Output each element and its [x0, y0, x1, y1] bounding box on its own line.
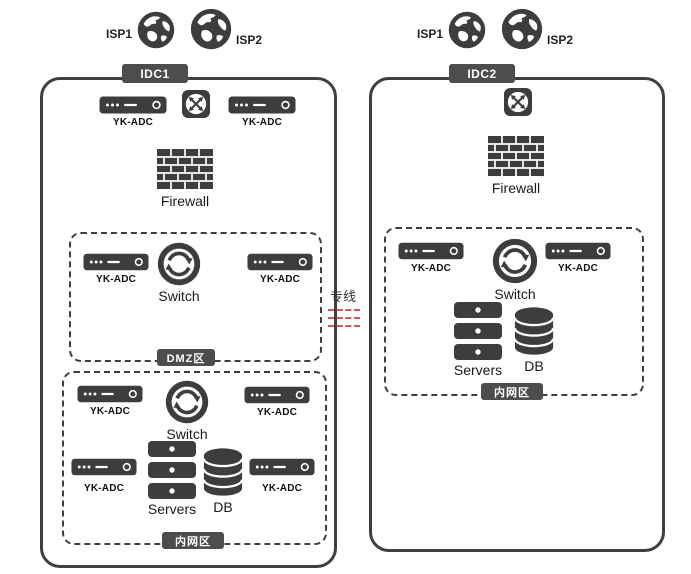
switch-icon	[492, 238, 538, 284]
dedicated-line-label: 专线	[330, 289, 357, 304]
yk-adc-label: YK-ADC	[89, 406, 131, 417]
database-icon	[202, 447, 244, 497]
yk-adc-appliance-icon	[71, 458, 137, 476]
database-icon	[513, 306, 555, 356]
router-icon	[182, 90, 210, 118]
yk-adc-appliance-icon	[545, 242, 611, 260]
servers-icon	[148, 441, 196, 499]
yk-adc-appliance-icon	[244, 386, 310, 404]
idc1-isp1-label: ISP1	[105, 27, 132, 41]
yk-adc-appliance-icon	[83, 253, 149, 271]
db-label: DB	[213, 499, 233, 515]
db-label: DB	[524, 358, 544, 374]
servers-label: Servers	[147, 501, 197, 517]
globe-icon	[501, 8, 543, 50]
firewall-icon	[157, 148, 213, 190]
idc1-isp2-label: ISP2	[236, 33, 263, 47]
switch-icon	[157, 242, 201, 286]
intranet-zone-badge: 内网区	[481, 383, 543, 400]
yk-adc-appliance-icon	[247, 253, 313, 271]
switch-label: Switch	[158, 288, 200, 304]
idc2-badge: IDC2	[449, 64, 515, 83]
dedicated-line-dash	[328, 309, 360, 311]
servers-icon	[454, 302, 502, 360]
dmz-zone-badge: DMZ区	[157, 349, 215, 366]
dedicated-line-dash	[328, 317, 360, 319]
intranet-zone-badge: 内网区	[162, 532, 224, 549]
yk-adc-label: YK-ADC	[261, 483, 303, 494]
globe-icon	[448, 11, 486, 49]
yk-adc-appliance-icon	[77, 385, 143, 403]
firewall-icon	[488, 135, 544, 177]
firewall-label: Firewall	[491, 180, 541, 196]
yk-adc-label: YK-ADC	[241, 117, 283, 128]
servers-label: Servers	[453, 362, 503, 378]
idc1-badge: IDC1	[122, 64, 188, 83]
globe-icon	[137, 11, 175, 49]
yk-adc-label: YK-ADC	[83, 483, 125, 494]
yk-adc-label: YK-ADC	[259, 274, 301, 285]
router-icon	[504, 88, 532, 116]
yk-adc-label: YK-ADC	[557, 263, 599, 274]
dedicated-line-dash	[328, 325, 360, 327]
switch-label: Switch	[166, 426, 208, 442]
switch-icon	[165, 380, 209, 424]
yk-adc-appliance-icon	[398, 242, 464, 260]
yk-adc-label: YK-ADC	[410, 263, 452, 274]
firewall-label: Firewall	[160, 193, 210, 209]
globe-icon	[190, 8, 232, 50]
yk-adc-appliance-icon	[99, 96, 167, 114]
yk-adc-appliance-icon	[249, 458, 315, 476]
yk-adc-label: YK-ADC	[112, 117, 154, 128]
yk-adc-label: YK-ADC	[256, 407, 298, 418]
yk-adc-appliance-icon	[228, 96, 296, 114]
idc2-isp2-label: ISP2	[547, 33, 574, 47]
switch-label: Switch	[494, 286, 536, 302]
yk-adc-label: YK-ADC	[95, 274, 137, 285]
idc2-isp1-label: ISP1	[416, 27, 443, 41]
